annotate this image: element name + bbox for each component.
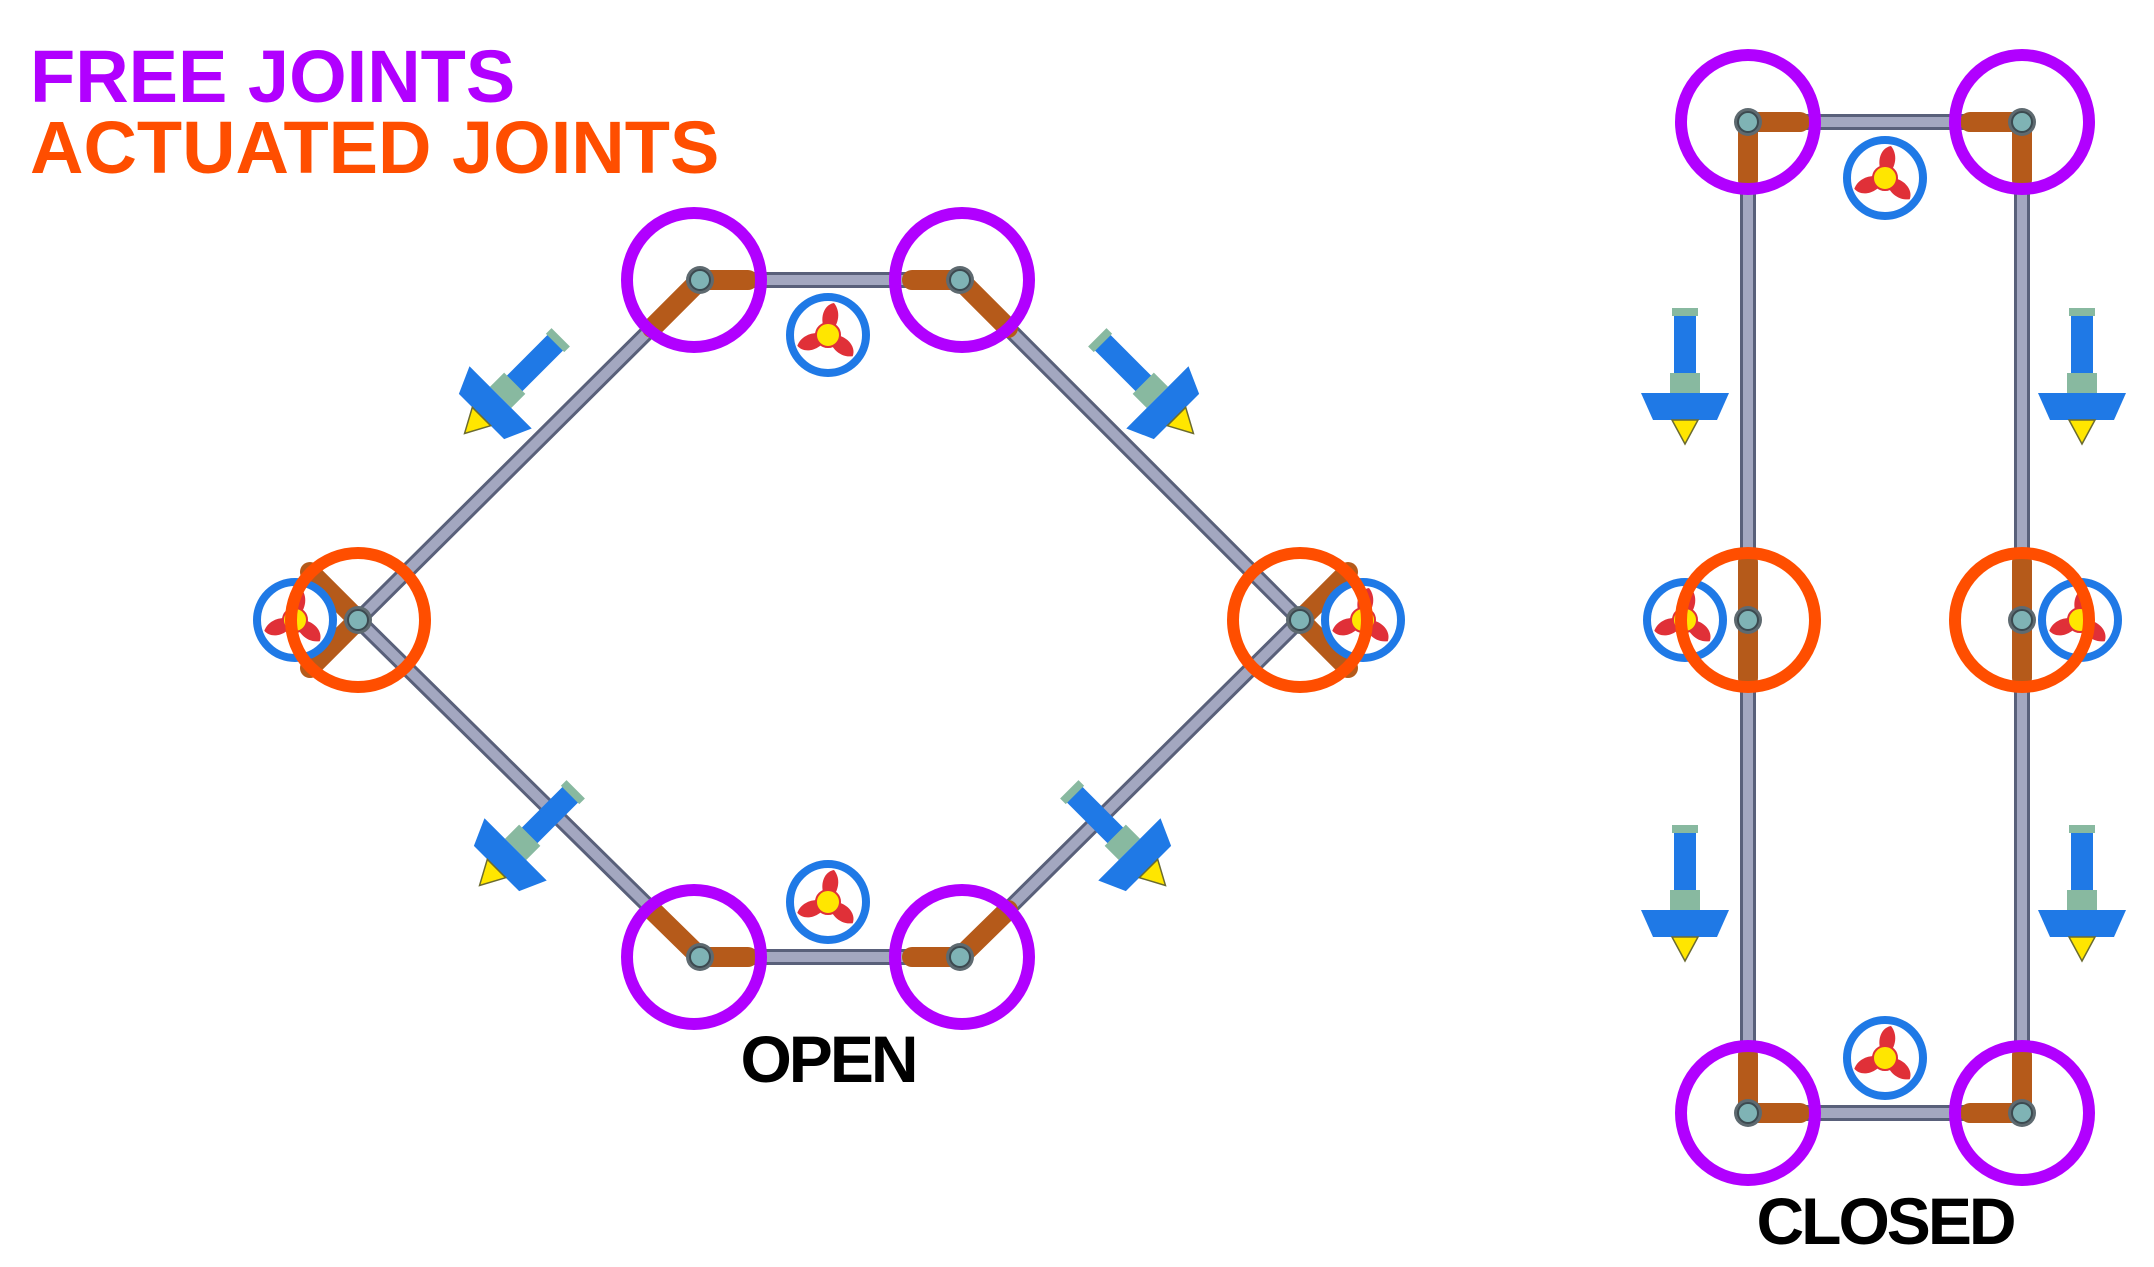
caption-open: OPEN	[740, 1022, 915, 1096]
closed-rods	[1740, 114, 2030, 1121]
open-thruster-upper-left-icon	[432, 305, 593, 466]
closed-pin-top-left	[1733, 107, 1763, 137]
legend-free-joints: FREE JOINTS	[30, 35, 515, 118]
open-pin-top-left	[685, 265, 715, 295]
legend-actuated-joints: ACTUATED JOINTS	[30, 106, 719, 189]
closed-propeller-bottom-icon	[1847, 1020, 1923, 1096]
closed-brackets	[1738, 112, 2032, 1123]
closed-thruster-lower-right-icon	[2037, 824, 2127, 962]
closed-actuated-joint-left	[1675, 547, 1821, 693]
open-pin-bottom-right	[945, 942, 975, 972]
open-free-joint-bottom-left	[621, 884, 767, 1030]
open-thruster-lower-right-icon	[1037, 757, 1198, 918]
closed-pin-bottom-right	[2007, 1098, 2037, 1128]
open-actuated-joint-right	[1227, 547, 1373, 693]
closed-thruster-upper-right-icon	[2037, 307, 2127, 445]
closed-free-joint-top-left	[1675, 49, 1821, 195]
closed-pin-left	[1733, 605, 1763, 635]
closed-pin-bottom-left	[1733, 1098, 1763, 1128]
open-free-joint-top-right	[889, 207, 1035, 353]
closed-free-joint-top-right	[1949, 49, 2095, 195]
closed-thruster-upper-left-icon	[1640, 307, 1730, 445]
open-free-joint-top-left	[621, 207, 767, 353]
closed-free-joint-bottom-right	[1949, 1040, 2095, 1186]
closed-pin-right	[2007, 605, 2037, 635]
closed-propeller-top-icon	[1847, 140, 1923, 216]
open-propeller-bottom-icon	[790, 864, 866, 940]
open-free-joint-bottom-right	[889, 884, 1035, 1030]
open-propeller-top-icon	[790, 297, 866, 373]
closed-free-joint-bottom-left	[1675, 1040, 1821, 1186]
closed-actuated-joint-right	[1949, 547, 2095, 693]
closed-thruster-lower-left-icon	[1640, 824, 1730, 962]
open-configuration: OPEN	[257, 207, 1401, 1096]
open-thruster-upper-right-icon	[1065, 305, 1226, 466]
open-actuated-joint-left	[285, 547, 431, 693]
closed-pin-top-right	[2007, 107, 2037, 137]
open-pin-top-right	[945, 265, 975, 295]
caption-closed: CLOSED	[1756, 1184, 2013, 1258]
open-pin-right	[1285, 605, 1315, 635]
open-pin-bottom-left	[685, 942, 715, 972]
closed-configuration: CLOSED	[1640, 49, 2127, 1258]
open-pin-left	[343, 605, 373, 635]
